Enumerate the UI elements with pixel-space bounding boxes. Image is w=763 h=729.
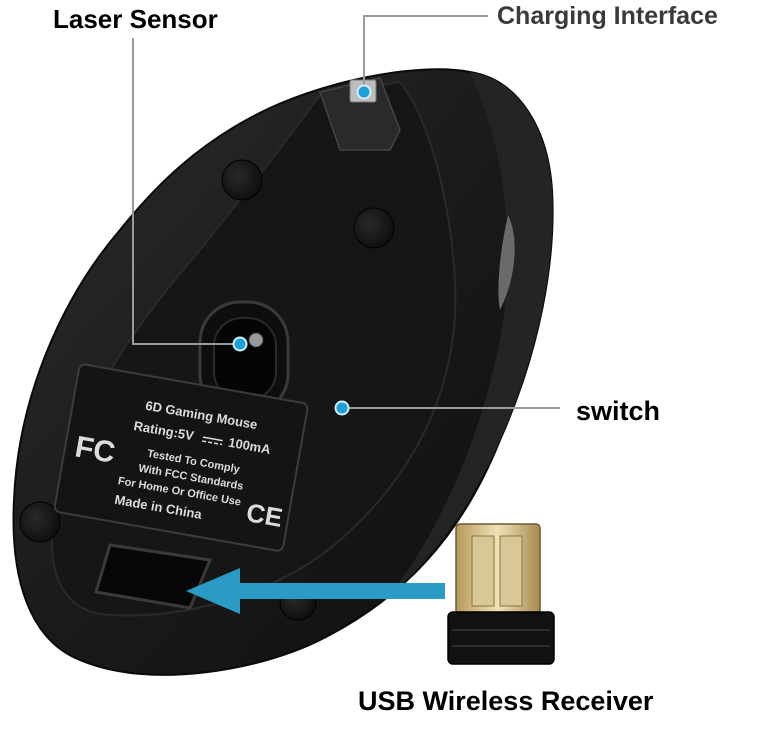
arrow-shaft [230, 583, 445, 599]
connector-contact [471, 535, 495, 607]
receiver-connector [455, 523, 541, 623]
receiver-body [447, 611, 555, 665]
dc-symbol [202, 436, 223, 442]
connector-contact [499, 535, 523, 607]
callout-dot-switch [334, 400, 350, 416]
receiver-slot [94, 543, 213, 610]
usb-receiver-label: USB Wireless Receiver [358, 686, 654, 716]
sensor-lens [248, 332, 264, 348]
fcc-logo: FC [73, 430, 118, 469]
rubber-foot [221, 159, 263, 201]
side-button [498, 215, 515, 310]
rubber-foot [353, 207, 395, 249]
laser-sensor-label: Laser Sensor [53, 4, 218, 34]
callout-dot-charging [356, 84, 372, 100]
sticker-current: 100mA [227, 435, 272, 457]
charging-interface-label: Charging Interface [497, 2, 718, 30]
ce-mark: CE [244, 497, 285, 533]
arrow-head [186, 568, 240, 614]
sensor-lens-window [213, 317, 277, 401]
leader-line-charging [363, 15, 488, 92]
sticker-background [53, 363, 309, 552]
label-sticker: 6D Gaming Mouse Rating:5V 100mA FC Teste… [53, 363, 309, 552]
callout-dot-laser [232, 336, 248, 352]
mouse-side-highlight [390, 72, 553, 595]
switch-label: switch [576, 396, 661, 426]
leader-line-laser [132, 38, 240, 345]
rubber-foot [19, 501, 61, 543]
usb-receiver [447, 523, 555, 665]
insert-arrow [186, 568, 445, 614]
